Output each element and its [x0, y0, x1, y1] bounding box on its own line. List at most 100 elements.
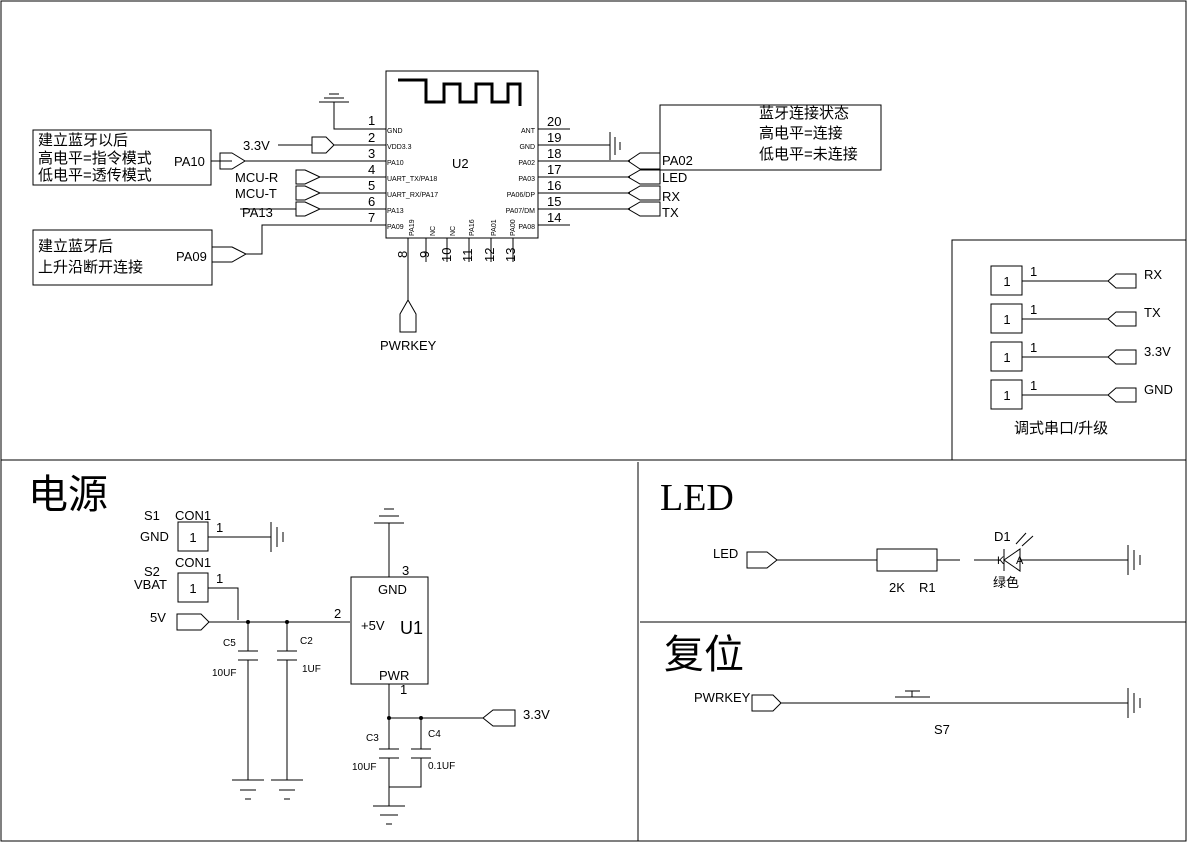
debug-net-label: RX — [1144, 267, 1162, 282]
u1-in-pin: +5V — [361, 618, 385, 633]
v5-label: 5V — [150, 610, 166, 625]
c3-ref: C3 — [366, 733, 379, 744]
net-label-tx: TX — [662, 205, 679, 220]
s1-ref: S1 — [144, 508, 160, 523]
s2-net: VBAT — [134, 577, 167, 592]
u2-pin-num: 6 — [368, 194, 375, 209]
u2-pin-name: PA16 — [469, 219, 476, 236]
net-label-pwrkey: PWRKEY — [380, 338, 437, 353]
u2-pin-num: 7 — [368, 210, 375, 225]
u1-pin-gnd-num: 3 — [402, 563, 409, 578]
u2-pin-num: 11 — [460, 249, 475, 263]
u2-pin-name: UART_RX/PA17 — [387, 192, 438, 199]
power-section-title: 电源 — [28, 472, 108, 518]
u2-pin-name: PA10 — [387, 160, 404, 167]
note-pa02-line: 低电平=未连接 — [759, 146, 858, 163]
debug-net-label: GND — [1144, 382, 1173, 397]
note-pa10-line: 低电平=透传模式 — [38, 167, 152, 184]
net-label-mcu-t: MCU-T — [235, 186, 277, 201]
debug-pin-box-label: 1 — [1003, 388, 1010, 403]
u2-pin-name: PA01 — [491, 219, 498, 236]
u2-pin-num: 5 — [368, 178, 375, 193]
u2-pin-name: PA03 — [518, 176, 535, 183]
s2-pin: 1 — [216, 571, 223, 586]
c4-ref: C4 — [428, 729, 441, 740]
debug-pin-number: 1 — [1030, 340, 1037, 355]
u2-pin-name: GND — [519, 144, 535, 151]
s2-ref: S2 — [144, 564, 160, 579]
u2-pin-num: 15 — [547, 194, 561, 209]
d1-color: 绿色 — [993, 575, 1019, 590]
s1-pin: 1 — [216, 520, 223, 535]
c3-value: 10UF — [352, 762, 376, 773]
u2-pin-name: NC — [450, 226, 457, 236]
reset-net-label: PWRKEY — [694, 690, 751, 705]
net-label-led: LED — [662, 170, 687, 185]
c5-value: 10UF — [212, 668, 236, 679]
out-net-label: 3.3V — [523, 707, 550, 722]
note-box-pa02 — [659, 104, 882, 171]
u2-pin-name: PA00 — [510, 219, 517, 236]
s1-net: GND — [140, 529, 169, 544]
u2-pin-num: 12 — [482, 248, 497, 262]
module-u2-body — [385, 70, 539, 239]
u2-pin-num: 3 — [368, 146, 375, 161]
u2-pin-num: 10 — [439, 248, 454, 262]
u2-ref: U2 — [452, 156, 469, 171]
net-label-pa13: PA13 — [242, 205, 273, 220]
u2-pin-name: PA08 — [518, 224, 535, 231]
debug-pin-number: 1 — [1030, 378, 1037, 393]
u2-pin-num: 13 — [503, 248, 518, 262]
u2-pin-num: 9 — [417, 251, 432, 258]
net-label-pa09: PA09 — [176, 249, 207, 264]
u2-pin-num: 17 — [547, 162, 561, 177]
debug-pin-number: 1 — [1030, 264, 1037, 279]
u2-pin-num: 2 — [368, 130, 375, 145]
reset-section-title: 复位 — [664, 632, 744, 678]
led-net-label: LED — [713, 546, 738, 561]
s1-type: CON1 — [175, 508, 211, 523]
net-label-3v3: 3.3V — [243, 138, 270, 153]
c5-ref: C5 — [223, 638, 236, 649]
note-pa02-line: 蓝牙连接状态 — [759, 105, 849, 122]
led-section-title: LED — [660, 477, 734, 519]
u1-gnd-pin: GND — [378, 582, 407, 597]
u2-pin-name: PA13 — [387, 208, 404, 215]
d1-cathode: K — [997, 555, 1005, 567]
note-pa02-line: 高电平=连接 — [759, 125, 843, 142]
d1-anode: A — [1016, 555, 1024, 567]
s1-box-label: 1 — [189, 530, 196, 545]
c4-value: 0.1UF — [428, 761, 455, 772]
net-label-rx: RX — [662, 189, 680, 204]
u2-pin-num: 18 — [547, 146, 561, 161]
u1-pin-in-num: 2 — [334, 606, 341, 621]
u2-pin-name: ANT — [521, 128, 536, 135]
u2-pin-num: 14 — [547, 210, 561, 225]
debug-net-label: TX — [1144, 305, 1161, 320]
net-label-mcu-r: MCU-R — [235, 170, 278, 185]
debug-pin-box-label: 1 — [1003, 312, 1010, 327]
note-box-pa10 — [32, 129, 212, 186]
debug-port-title: 调式串口/升级 — [1014, 420, 1108, 437]
debug-pin-number: 1 — [1030, 302, 1037, 317]
debug-pin-box-label: 1 — [1003, 274, 1010, 289]
note-pa09-line: 建立蓝牙后 — [38, 238, 113, 255]
u2-pin-name: GND — [387, 128, 403, 135]
debug-port-frame — [951, 239, 1187, 461]
u2-pin-num: 1 — [368, 113, 375, 128]
u2-pin-num: 8 — [395, 251, 410, 258]
net-label-pa10: PA10 — [174, 154, 205, 169]
debug-net-label: 3.3V — [1144, 344, 1171, 359]
c2-value: 1UF — [302, 664, 321, 675]
u2-pin-name: PA19 — [409, 219, 416, 236]
u2-pin-num: 16 — [547, 178, 561, 193]
u2-pin-name: PA07/DM — [506, 208, 536, 215]
c2-ref: C2 — [300, 636, 313, 647]
note-box-pa09 — [32, 229, 213, 286]
antenna-symbol — [398, 78, 522, 106]
u2-pin-name: PA09 — [387, 224, 404, 231]
debug-pin-box-label: 1 — [1003, 350, 1010, 365]
u2-pin-num: 19 — [547, 130, 561, 145]
